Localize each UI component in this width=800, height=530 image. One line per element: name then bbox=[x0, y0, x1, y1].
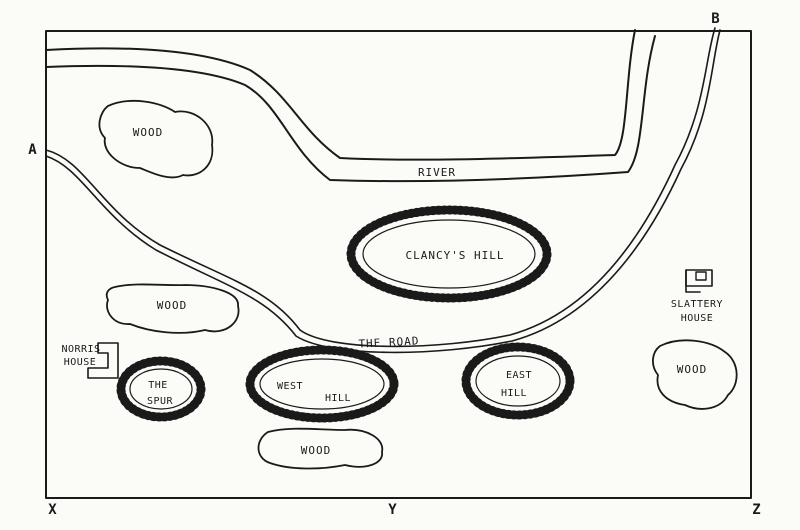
river bbox=[45, 29, 656, 183]
wood-south-label: WOOD bbox=[301, 444, 332, 457]
wood-northwest bbox=[98, 99, 214, 179]
wood-west-label: WOOD bbox=[157, 299, 188, 312]
slattery-house-label-line1: SLATTERY bbox=[671, 299, 723, 310]
river-label: RIVER bbox=[418, 166, 456, 179]
spur-label-line1: THE bbox=[148, 380, 168, 391]
corner-label-x: X bbox=[48, 502, 57, 518]
clancys-hill bbox=[346, 205, 552, 303]
wood-northwest-label: WOOD bbox=[133, 126, 164, 139]
corner-label-a: A bbox=[28, 142, 37, 158]
corner-label-z: Z bbox=[752, 502, 761, 518]
east-hill-label-line1: EAST bbox=[506, 370, 532, 381]
wood-west bbox=[105, 283, 240, 334]
norris-house-label-line2: HOUSE bbox=[64, 357, 97, 368]
corner-label-b: B bbox=[711, 11, 720, 27]
wood-south bbox=[257, 427, 383, 470]
wood-east-label: WOOD bbox=[677, 363, 708, 376]
corner-label-y: Y bbox=[388, 502, 397, 518]
the-spur bbox=[116, 356, 206, 422]
clancys-hill-label: CLANCY'S HILL bbox=[405, 249, 504, 262]
east-hill-label-line2: HILL bbox=[501, 388, 527, 399]
west-hill bbox=[245, 345, 399, 423]
the-road bbox=[45, 27, 721, 354]
norris-house-icon bbox=[87, 342, 119, 379]
west-hill-label-line1: WEST bbox=[277, 381, 303, 392]
norris-house-label-line1: NORRIS bbox=[61, 344, 100, 355]
west-hill-label-line2: HILL bbox=[325, 393, 351, 404]
wood-east bbox=[652, 339, 738, 410]
spur-label-line2: SPUR bbox=[147, 396, 174, 407]
map-border bbox=[45, 30, 752, 499]
east-hill bbox=[461, 342, 575, 420]
road-label: THE ROAD bbox=[358, 334, 420, 350]
slattery-house-label-line2: HOUSE bbox=[681, 313, 714, 324]
slattery-house-icon bbox=[685, 269, 713, 293]
